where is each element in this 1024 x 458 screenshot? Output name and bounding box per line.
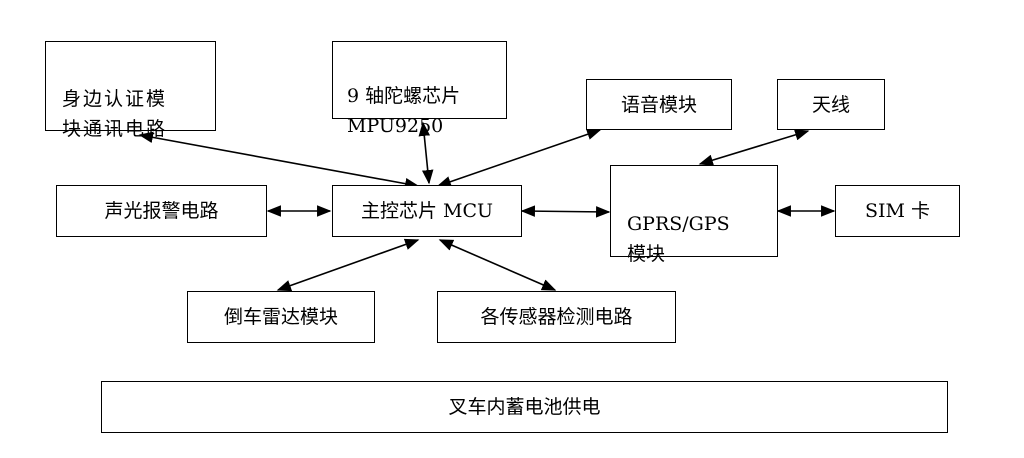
reverse-radar-box: 倒车雷达模块 xyxy=(187,291,375,343)
power-label: 叉车内蓄电池供电 xyxy=(448,396,601,418)
sim-card-box: SIM 卡 xyxy=(835,185,960,237)
gprs-gps-module-box: GPRS/GPS 模块 xyxy=(610,165,778,265)
radar-label: 倒车雷达模块 xyxy=(223,306,338,328)
voice-label: 语音模块 xyxy=(620,93,697,116)
arrow-antenna-gprs xyxy=(698,129,810,166)
arrow-voice-mcu xyxy=(436,128,602,188)
identity-auth-comm-box: 身边认证模 块通讯电路 xyxy=(45,41,216,140)
gyro-label: 9 轴陀螺芯片 MPU9250 xyxy=(347,85,461,137)
mcu-box: 主控芯片 MCU xyxy=(332,185,522,237)
arrow-mcu-sensors xyxy=(438,239,557,291)
identity-auth-label: 身边认证模 块通讯电路 xyxy=(62,88,168,140)
alarm-label: 声光报警电路 xyxy=(104,200,219,222)
antenna-label: 天线 xyxy=(811,93,850,116)
arrow-gyro-mcu xyxy=(418,121,434,185)
mcu-label: 主控芯片 MCU xyxy=(360,200,494,222)
arrow-mcu-gprs xyxy=(520,205,611,218)
gprs-label: GPRS/GPS 模块 xyxy=(627,213,730,265)
arrow-mcu-radar xyxy=(276,238,420,292)
gyro-chip-box: 9 轴陀螺芯片 MPU9250 xyxy=(332,41,507,137)
arrow-identity-mcu xyxy=(138,131,420,190)
voice-module-box: 语音模块 xyxy=(586,79,732,130)
sim-label: SIM 卡 xyxy=(864,200,931,222)
battery-power-box: 叉车内蓄电池供电 xyxy=(101,381,948,433)
sensor-detection-box: 各传感器检测电路 xyxy=(437,291,676,343)
sensors-label: 各传感器检测电路 xyxy=(480,306,633,328)
alarm-circuit-box: 声光报警电路 xyxy=(56,185,267,237)
antenna-box: 天线 xyxy=(777,79,885,130)
